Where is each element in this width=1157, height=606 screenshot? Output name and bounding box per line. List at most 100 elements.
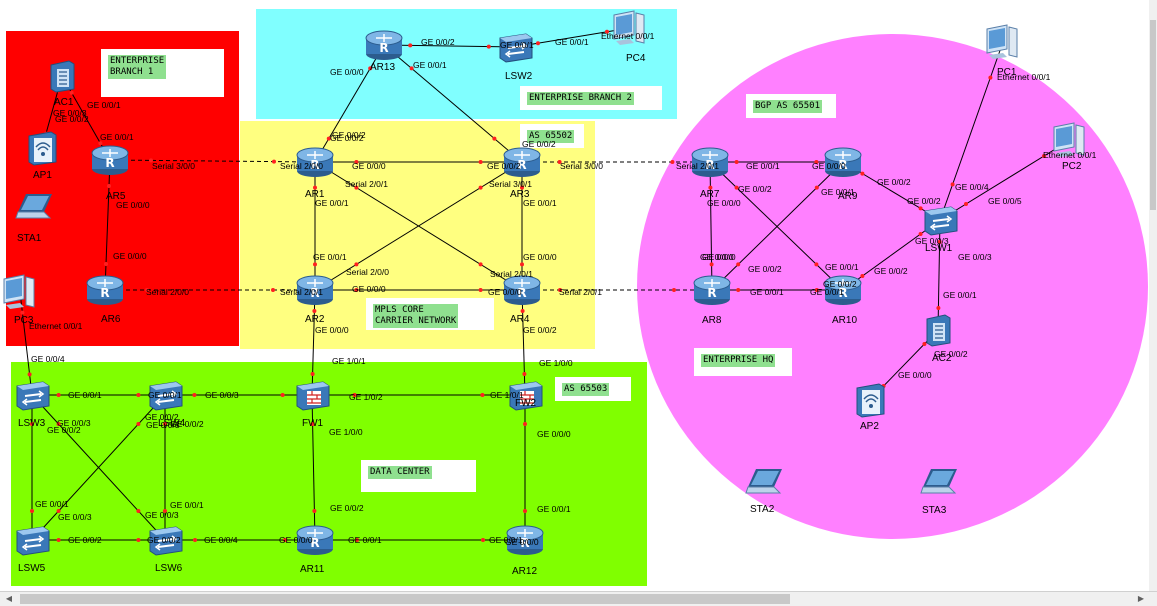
device-ar8[interactable]: R: [692, 273, 732, 307]
device-ar11[interactable]: R: [295, 523, 335, 557]
device-pc2[interactable]: [1052, 121, 1088, 159]
link-lsw1-pc1[interactable]: [939, 41, 1004, 221]
port-label: Ethernet 0/0/1: [29, 321, 83, 331]
device-sta1[interactable]: [14, 192, 56, 224]
device-ac2[interactable]: [923, 313, 953, 347]
port-label: GE 0/0/3: [145, 510, 179, 520]
device-label-pc4: PC4: [626, 53, 646, 64]
port-label: Serial 2/0/1: [676, 161, 719, 171]
port-dot: [20, 310, 25, 315]
link-pc3-lsw3[interactable]: [19, 291, 33, 396]
device-sta2[interactable]: [744, 467, 786, 499]
device-ar10[interactable]: R: [823, 273, 863, 307]
device-label-lsw4: LSW4: [158, 418, 186, 429]
link-ar5-ar1[interactable]: [109, 159, 316, 163]
link-ar5-ar6[interactable]: [104, 159, 111, 291]
link-ar10-lsw1[interactable]: [842, 219, 941, 291]
label-hq: ENTERPRISE HQ: [694, 348, 792, 376]
port-label: GE 0/0/2: [523, 325, 557, 335]
device-fw2[interactable]: [506, 378, 544, 412]
scroll-left-icon[interactable]: ◀: [5, 594, 13, 603]
link-ar7-ar10[interactable]: [709, 161, 844, 291]
port-label: GE 0/0/1: [750, 287, 784, 297]
port-dot: [520, 262, 524, 267]
port-dot: [313, 262, 317, 267]
port-dot: [272, 159, 276, 164]
device-label-ar5: AR5: [106, 191, 126, 202]
device-fw1[interactable]: [293, 378, 331, 412]
link-ar2-fw1[interactable]: [311, 289, 316, 396]
device-ap1[interactable]: [25, 130, 59, 166]
port-label: GE 0/0/2: [170, 419, 204, 429]
device-ar4[interactable]: R: [502, 273, 542, 307]
device-ar12[interactable]: R: [505, 523, 545, 557]
vertical-scrollbar[interactable]: [1149, 0, 1157, 591]
port-dot: [814, 262, 819, 267]
port-dot: [192, 393, 197, 397]
port-label: GE 0/0/5: [988, 196, 1022, 206]
port-dot: [492, 136, 497, 141]
link-ar8-ar9[interactable]: [711, 161, 844, 291]
device-ar6[interactable]: R: [85, 273, 125, 307]
link-lsw2-pc4[interactable]: [514, 27, 631, 48]
device-label-pc2: PC2: [1062, 161, 1082, 172]
link-ar13-ar1[interactable]: [314, 44, 385, 163]
device-ar3[interactable]: R: [502, 145, 542, 179]
port-label: GE 0/0/2: [47, 425, 81, 435]
device-lsw5[interactable]: [13, 523, 51, 557]
device-label-ar3: AR3: [510, 189, 530, 200]
link-ar3-ar2[interactable]: [314, 161, 523, 291]
vertical-scroll-thumb[interactable]: [1150, 20, 1156, 210]
device-sta3[interactable]: [919, 467, 961, 499]
device-label-ar12: AR12: [512, 566, 538, 577]
link-ar7-ar8[interactable]: [709, 161, 713, 291]
device-lsw6[interactable]: [146, 523, 184, 557]
port-dot: [283, 538, 287, 542]
port-label: GE 0/0/2: [55, 114, 89, 124]
port-dot: [409, 66, 414, 71]
port-dot: [30, 422, 34, 426]
port-dot: [736, 288, 741, 292]
device-lsw2[interactable]: [496, 30, 534, 64]
device-ar9[interactable]: R: [823, 145, 863, 179]
device-ar5[interactable]: R: [90, 143, 130, 177]
port-label: GE 0/0/2: [330, 503, 364, 513]
switch-icon: [146, 523, 184, 557]
scroll-right-icon[interactable]: ▶: [1137, 594, 1145, 603]
horizontal-scroll-thumb[interactable]: [20, 594, 790, 604]
device-ap2[interactable]: [853, 382, 887, 418]
device-ar2[interactable]: R: [295, 273, 335, 307]
device-ac1[interactable]: [47, 59, 77, 93]
svg-text:R: R: [310, 286, 319, 300]
horizontal-scrollbar[interactable]: ◀ ▶: [0, 591, 1157, 606]
port-dot: [922, 342, 927, 346]
device-pc4[interactable]: [612, 9, 648, 47]
svg-text:R: R: [517, 158, 526, 172]
router-icon: R: [505, 523, 545, 557]
port-label: GE 0/0/0: [488, 287, 522, 297]
link-lsw1-pc2[interactable]: [939, 139, 1071, 221]
device-ar13[interactable]: R: [364, 28, 404, 62]
switch-icon: [496, 30, 534, 64]
device-lsw4[interactable]: [146, 378, 184, 412]
device-lsw1[interactable]: [921, 203, 959, 237]
port-label: GE 0/0/0: [537, 429, 571, 439]
device-pc3[interactable]: [2, 273, 38, 311]
link-lsw4-lsw5[interactable]: [31, 394, 166, 541]
link-fw1-ar11[interactable]: [311, 394, 316, 541]
port-dot: [520, 185, 524, 190]
link-ar13-ar3[interactable]: [383, 44, 523, 163]
device-ar1[interactable]: R: [295, 145, 335, 179]
device-label-fw2: FW2: [515, 398, 537, 409]
port-label: GE 0/0/3: [53, 108, 87, 118]
device-pc1[interactable]: [985, 23, 1021, 61]
link-ar13-lsw2[interactable]: [383, 44, 516, 48]
device-ar7[interactable]: R: [690, 145, 730, 179]
link-ar4-fw2[interactable]: [521, 289, 526, 396]
device-lsw3[interactable]: [13, 378, 51, 412]
port-dot: [950, 182, 955, 187]
access-controller-icon: [923, 313, 953, 347]
link-lsw1-ac2[interactable]: [937, 219, 941, 331]
